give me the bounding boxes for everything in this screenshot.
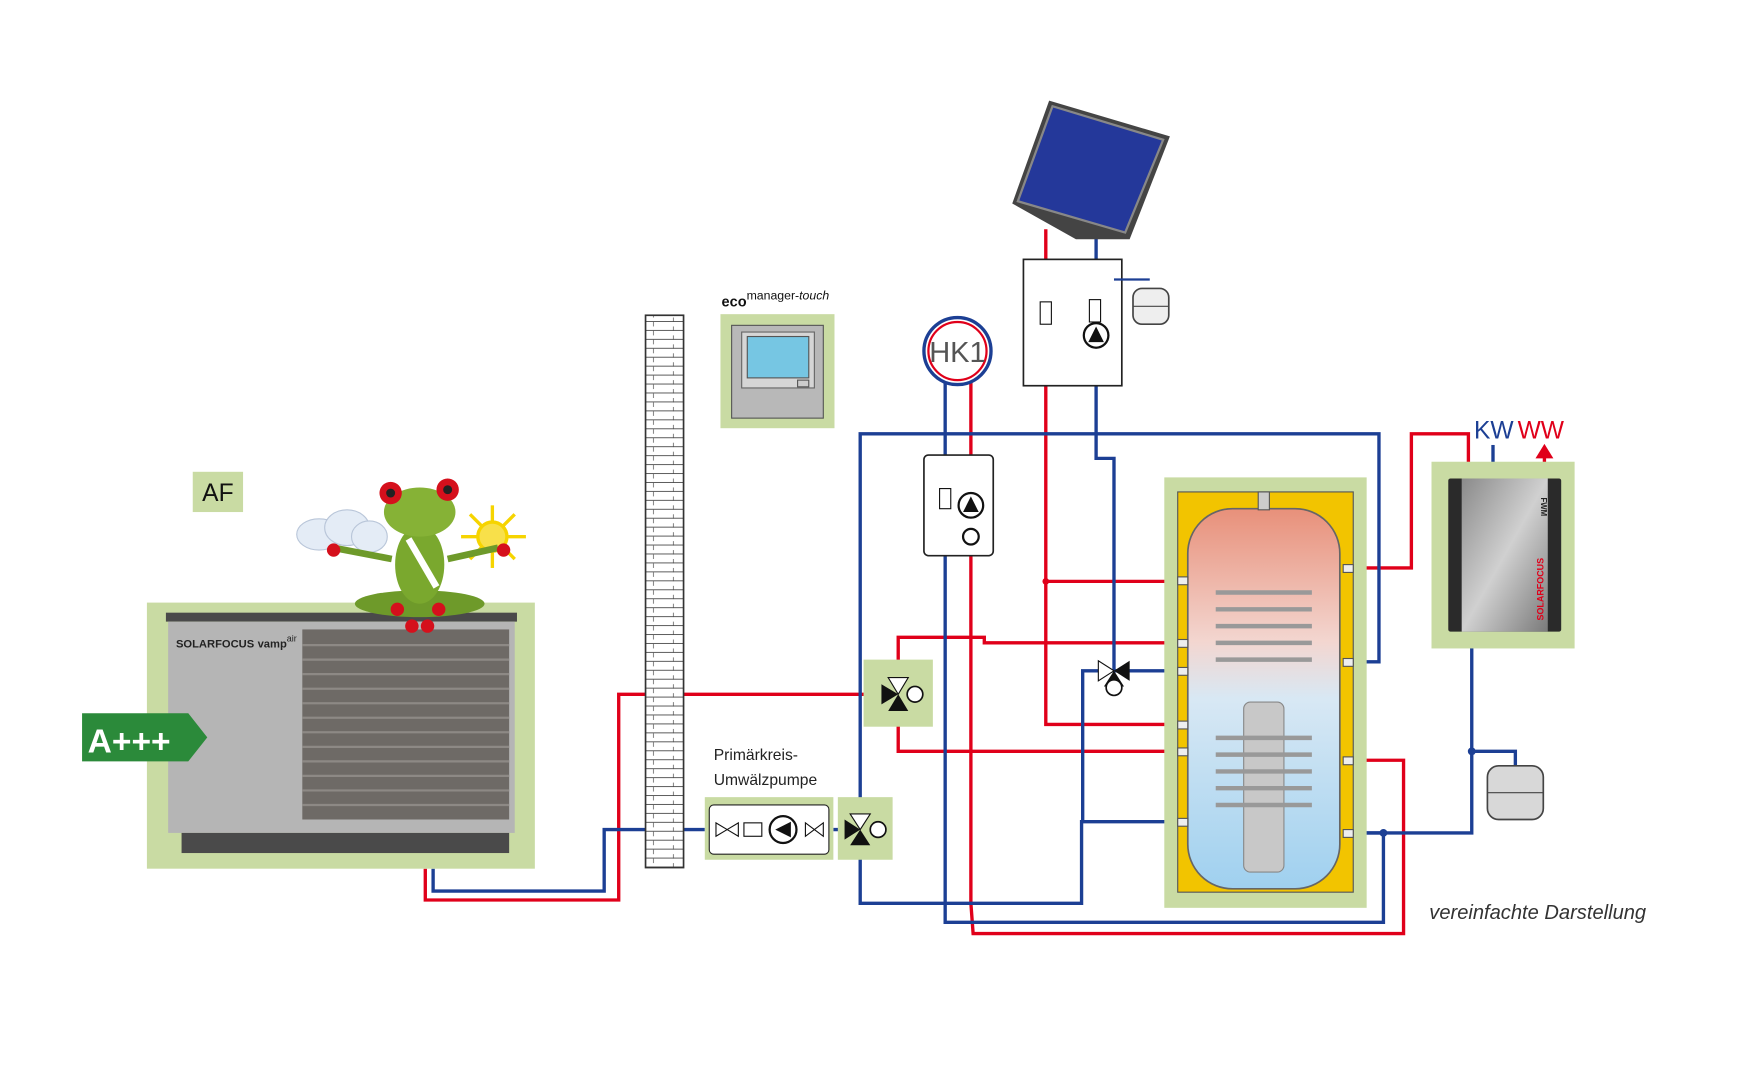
solar-valve-bypass-pipe — [1081, 669, 1102, 822]
main-return-pipe — [858, 432, 1381, 814]
zone-label: AF — [202, 480, 233, 507]
mixing-valve-1 — [863, 659, 933, 727]
fwm-supply-pipe — [1353, 432, 1471, 570]
ecomanager-touch-controller: ecomanager-touch — [720, 289, 835, 429]
touch-screen — [746, 335, 810, 379]
energy-label-arrow — [82, 713, 208, 762]
fwm-model: FWM — [1539, 498, 1548, 517]
solar-expansion-vessel — [1113, 278, 1170, 326]
expansion-vessel — [1486, 764, 1545, 821]
cloud-icon — [296, 509, 388, 553]
dhw-coil — [1215, 701, 1312, 873]
zone-label-box — [192, 471, 244, 513]
primary-pump-label-2: Umwälzpumpe — [714, 772, 817, 789]
hk1-supply-pipe — [969, 380, 1406, 936]
expansion-vessel-pipe — [1471, 749, 1518, 766]
mixing-valve-2 — [837, 797, 893, 860]
energy-class: A+++ — [88, 723, 171, 760]
hot-pipes — [423, 229, 1554, 936]
fresh-water-station: KW WW FWM SOLARFOCUS — [1431, 417, 1575, 649]
primary-circuit-pump: Primärkreis- Umwälzpumpe — [704, 747, 834, 860]
solar-diverter-valve — [1097, 659, 1130, 697]
cold-water-label: KW — [1474, 417, 1514, 444]
solar-supply-pipe — [1044, 229, 1180, 727]
heat-pump-model: vampair — [258, 634, 297, 651]
solar-station — [1022, 258, 1123, 387]
controller-label: ecomanager-touch — [722, 289, 830, 311]
sun-icon — [461, 505, 526, 568]
heat-pump-return-pipe — [431, 827, 705, 893]
heat-pump-brand: SOLARFOCUS — [176, 638, 255, 650]
frog-mascot — [296, 478, 526, 633]
fwm-brand: SOLARFOCUS — [1535, 558, 1545, 621]
solar-collector — [1012, 100, 1170, 240]
wall — [644, 314, 685, 869]
hot-water-label: WW — [1518, 417, 1565, 444]
primary-pump-label-1: Primärkreis- — [714, 747, 798, 764]
combi-storage-tank — [1164, 477, 1367, 908]
solar-heat-exchanger-coil — [1215, 590, 1312, 662]
heating-circuit-hk1: HK1 — [922, 315, 995, 557]
fwm-return-pipe — [1353, 631, 1474, 835]
valve1-to-tank-middle-pipe — [896, 706, 1180, 753]
hk1-label: HK1 — [929, 337, 986, 369]
valve2-return-pipe — [858, 820, 1180, 906]
valve1-to-tank-top-pipe — [896, 635, 1180, 680]
footnote: vereinfachte Darstellung — [1429, 902, 1646, 924]
heat-pump-grille — [302, 629, 510, 820]
ww-arrow — [1535, 443, 1554, 459]
heat-pump: AF SOLARFOCUS vampair A+++ — [82, 471, 535, 869]
